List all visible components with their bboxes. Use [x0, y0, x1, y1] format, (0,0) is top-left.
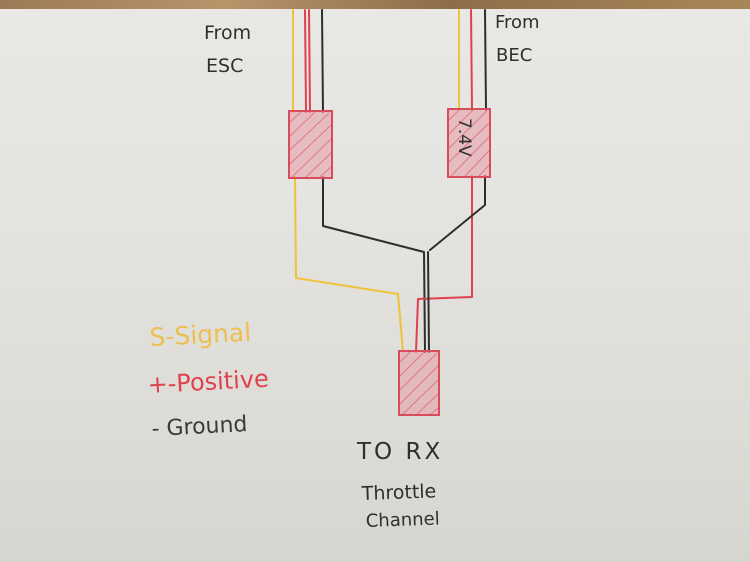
- esc-connector: [288, 110, 333, 179]
- bec-ground-wire: [484, 9, 487, 111]
- destination-title: TO RX: [356, 439, 443, 465]
- bec-voltage-label: 7.4V: [454, 118, 474, 157]
- rx-connector: [398, 350, 440, 416]
- destination-label: TO RX Throttle Channel: [356, 439, 443, 532]
- destination-channel: Channel: [365, 508, 440, 532]
- esc-positive-wire: [304, 9, 307, 113]
- esc-signal-wire-lower: [294, 176, 404, 353]
- legend-ground: - Ground: [151, 412, 248, 442]
- esc-source-label: From ESC: [204, 22, 251, 77]
- esc-ground-wire: [321, 9, 324, 113]
- bec-label-name: BEC: [496, 45, 532, 66]
- rx-ground-wire: [427, 251, 430, 353]
- esc-label-name: ESC: [206, 55, 243, 77]
- bec-connector: 7.4V: [447, 108, 491, 178]
- bec-label-from: From: [495, 12, 540, 33]
- esc-ground-wire-lower: [322, 176, 426, 353]
- legend: S-Signal +-Positive - Ground: [147, 318, 270, 442]
- esc-label-from: From: [204, 22, 251, 44]
- bec-ground-wire-lower: [429, 175, 486, 251]
- esc-positive-wire-2: [308, 9, 311, 113]
- legend-positive: +-Positive: [147, 365, 270, 399]
- wires: [292, 9, 487, 353]
- bec-positive-wire: [470, 9, 473, 111]
- legend-signal: S-Signal: [149, 318, 252, 352]
- bec-positive-wire-lower: [415, 175, 473, 353]
- desk-edge: [0, 0, 750, 9]
- bec-source-label: From BEC: [495, 12, 540, 66]
- destination-throttle: Throttle: [360, 480, 436, 505]
